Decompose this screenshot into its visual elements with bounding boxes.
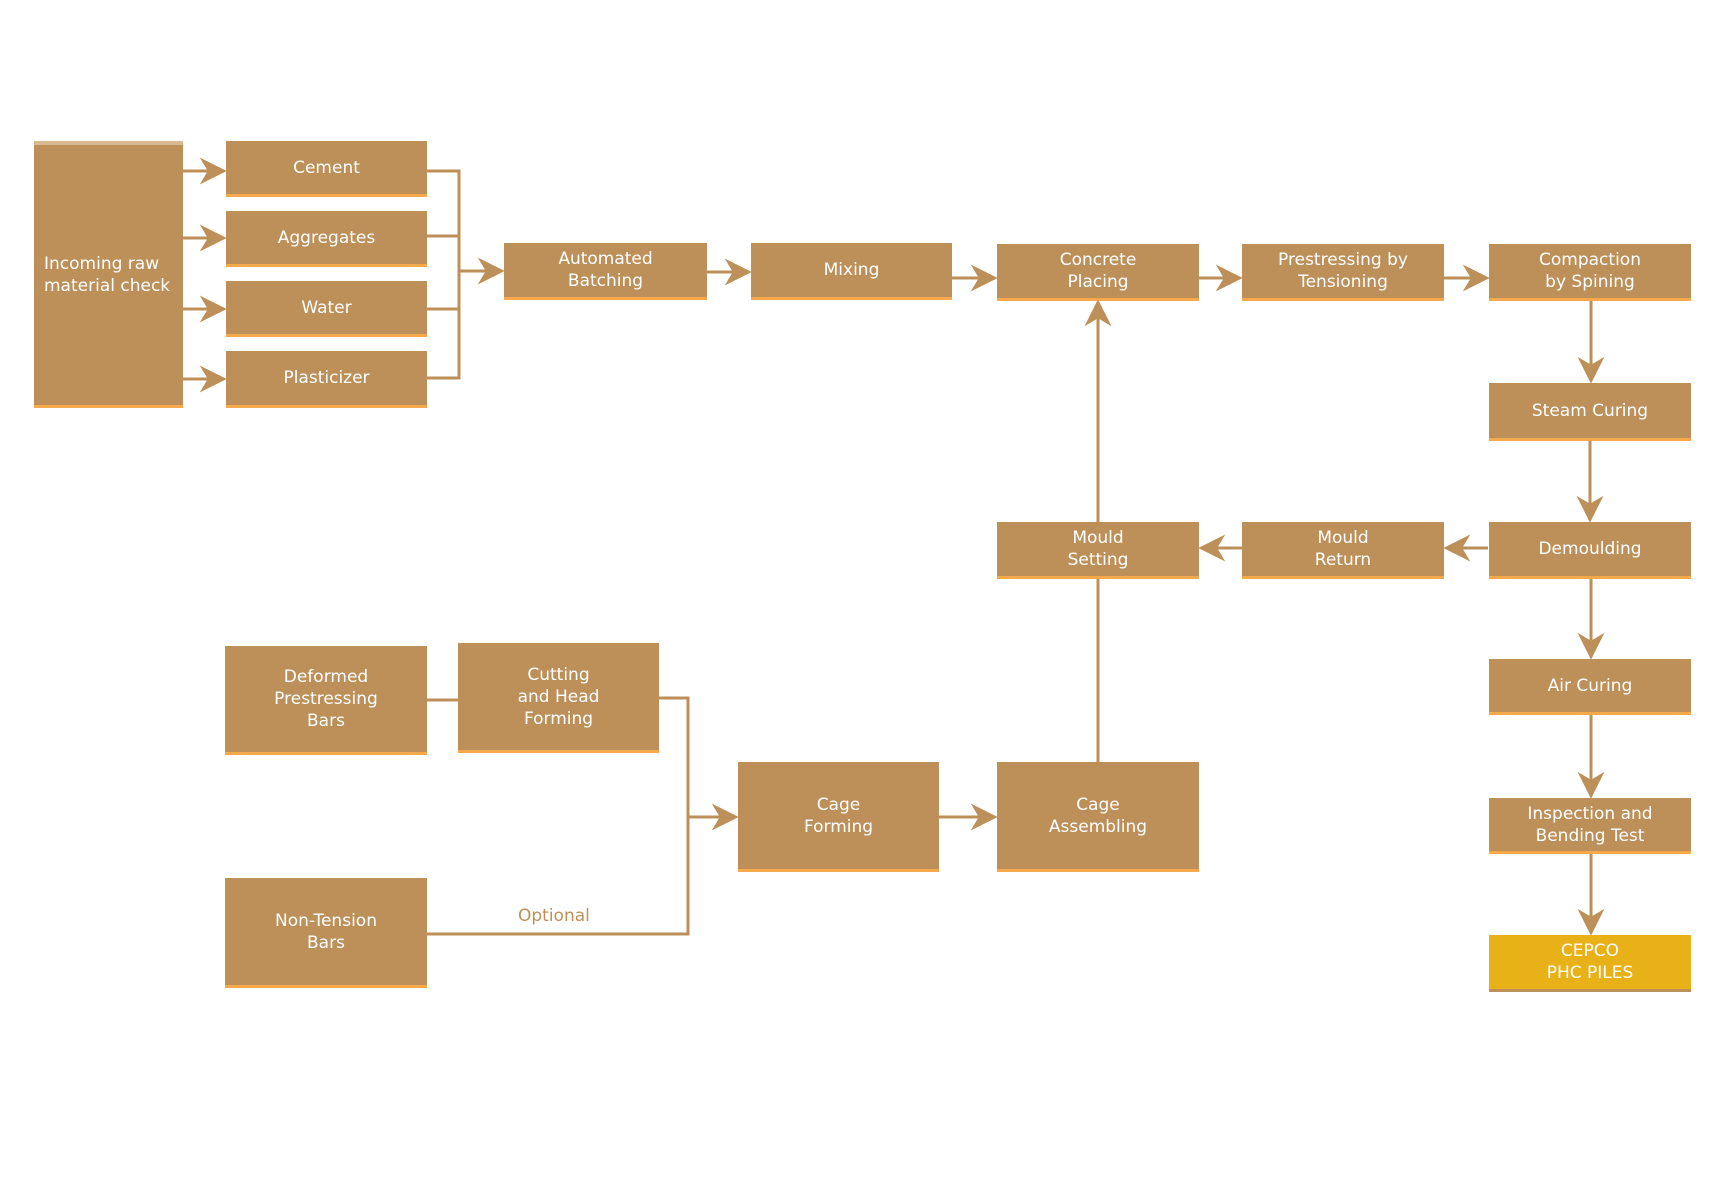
node-prestressing-by-tensioning: Prestressing by Tensioning: [1242, 244, 1444, 301]
node-automated-batching: Automated Batching: [504, 243, 707, 300]
node-cage-forming: Cage Forming: [738, 762, 939, 872]
node-mixing: Mixing: [751, 243, 952, 300]
node-steam-curing: Steam Curing: [1489, 383, 1691, 441]
node-mould-return: Mould Return: [1242, 522, 1444, 579]
node-aggregates: Aggregates: [226, 211, 427, 267]
edge-label-optional: Optional: [518, 906, 590, 926]
node-air-curing: Air Curing: [1489, 659, 1691, 715]
node-concrete-placing: Concrete Placing: [997, 244, 1199, 301]
node-cutting-and-head-forming: Cutting and Head Forming: [458, 643, 659, 753]
node-incoming-raw-material-check: Incoming raw material check: [34, 141, 183, 408]
node-non-tension-bars: Non-Tension Bars: [225, 878, 427, 988]
node-plasticizer: Plasticizer: [226, 351, 427, 408]
node-cage-assembling: Cage Assembling: [997, 762, 1199, 872]
merge-line-materials: [427, 169, 461, 380]
node-inspection-and-bending-test: Inspection and Bending Test: [1489, 798, 1691, 854]
node-mould-setting: Mould Setting: [997, 522, 1199, 579]
node-cement: Cement: [226, 141, 427, 197]
node-compaction-by-spining: Compaction by Spining: [1489, 244, 1691, 301]
node-deformed-prestressing-bars: Deformed Prestressing Bars: [225, 646, 427, 755]
node-demoulding: Demoulding: [1489, 522, 1691, 579]
node-cepco-phc-piles: CEPCO PHC PILES: [1489, 935, 1691, 992]
node-water: Water: [226, 281, 427, 337]
